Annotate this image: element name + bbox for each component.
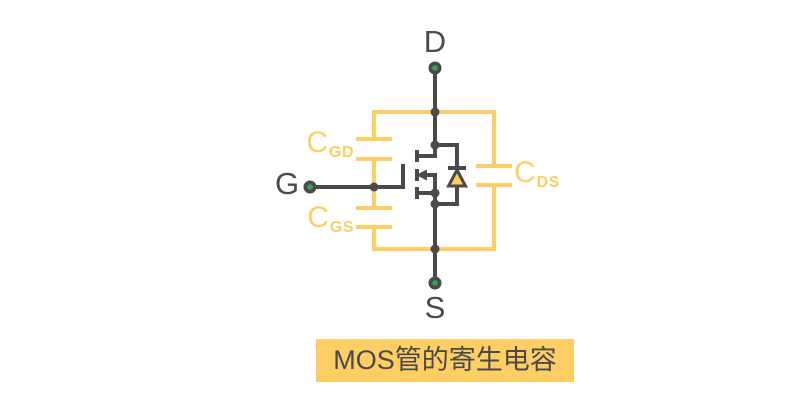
junction-dot-bottom-rail (430, 244, 440, 254)
terminal-drain-dot (432, 65, 438, 71)
capacitor-cgd-label: CGD (294, 128, 354, 168)
capacitor-cgs-symbol: C (307, 201, 329, 234)
junction-dot-top-rail (430, 107, 440, 117)
junction-dot-gate-cap (369, 182, 379, 192)
gate-terminal-label: G (274, 166, 300, 201)
body-diode (435, 143, 468, 206)
junction-dots (369, 107, 440, 254)
terminal-gate-dot (307, 184, 313, 190)
terminal-source-dot (432, 280, 438, 286)
drain-lead (419, 68, 437, 158)
capacitor-cds-label: CDS (514, 158, 560, 198)
capacitor-cds-symbol: C (514, 156, 536, 189)
diagram-caption: MOS管的寄生电容 (316, 339, 574, 382)
junction-dot-diode-return (430, 199, 440, 209)
gate-lead (310, 164, 405, 189)
mosfet-arrow-icon (416, 169, 427, 181)
capacitor-cds-subscript: DS (536, 174, 560, 191)
drain-terminal-label: D (423, 24, 447, 59)
terminal-drain (428, 61, 442, 75)
mosfet-symbol (310, 68, 437, 283)
terminal-gate (303, 180, 317, 194)
mosfet-body-link (424, 173, 437, 193)
capacitor-cgd-plates (356, 137, 392, 161)
terminal-source (428, 276, 442, 290)
capacitor-cds-plates (476, 164, 512, 187)
source-terminal-label: S (424, 290, 446, 325)
capacitor-cgs-subscript: GS (329, 219, 354, 236)
capacitor-cgd-subscript: GD (329, 144, 354, 161)
capacitor-cgd-symbol: C (306, 126, 328, 159)
junction-dot-source-stub (430, 188, 440, 198)
body-diode-branch (435, 143, 459, 206)
body-diode-triangle-icon (446, 166, 468, 188)
capacitor-cgs-plates (356, 206, 392, 229)
junction-dot-drain-diode (430, 140, 440, 150)
capacitor-cgs-label: CGS (294, 203, 354, 243)
